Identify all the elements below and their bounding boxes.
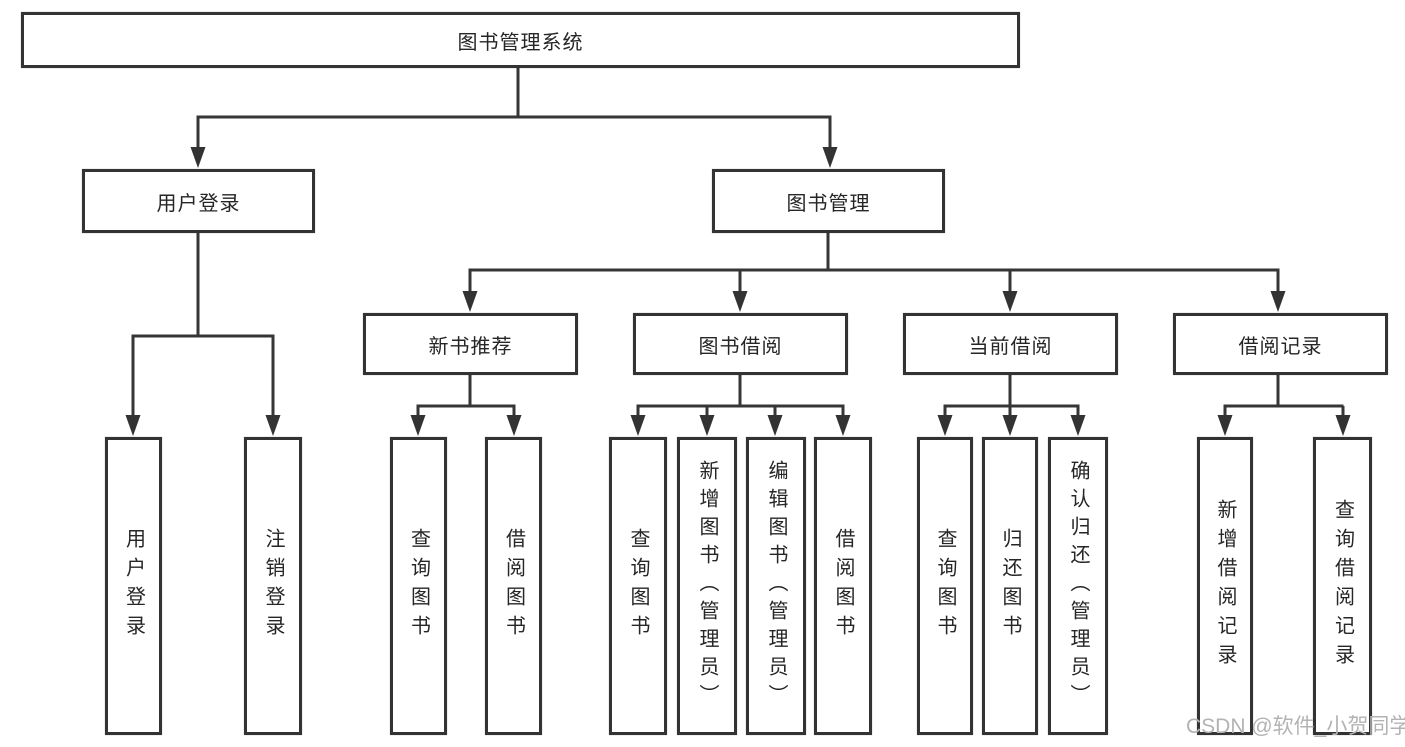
node-book-borrow: 图书借阅	[633, 313, 848, 375]
leaf-return-books: 归还图书	[982, 437, 1038, 735]
leaf-confirm-return-admin: 确认归还（管理员）	[1048, 437, 1108, 735]
arrowheads	[125, 147, 1351, 436]
leaf-query-borrow-record: 查询借阅记录	[1313, 437, 1372, 735]
leaf-user-login-label: 用户登录	[122, 528, 145, 644]
node-new-book-recommend-label: 新书推荐	[428, 335, 513, 358]
node-new-book-recommend: 新书推荐	[363, 313, 578, 375]
leaf-query-books-3-label: 查询图书	[934, 528, 956, 644]
csdn-watermark: CSDN @软件_小贺同学	[1186, 715, 1405, 738]
leaf-confirm-return-admin-label: 确认归还（管理员）	[1067, 460, 1089, 712]
leaf-add-books-admin-label: 新增图书（管理员）	[696, 460, 718, 712]
leaf-query-books-2: 查询图书	[609, 437, 667, 735]
node-borrow-records-label: 借阅记录	[1238, 335, 1323, 358]
node-book-borrow-label: 图书借阅	[698, 335, 783, 358]
leaf-add-borrow-record-label: 新增借阅记录	[1214, 499, 1236, 673]
node-current-borrow: 当前借阅	[903, 313, 1118, 375]
leaf-edit-books-admin: 编辑图书（管理员）	[746, 437, 806, 735]
node-library-system-label: 图书管理系统	[457, 31, 584, 54]
leaf-borrow-books-2-label: 借阅图书	[832, 528, 854, 644]
leaf-add-borrow-record: 新增借阅记录	[1197, 437, 1253, 735]
leaf-query-books-1: 查询图书	[390, 437, 447, 735]
node-book-management-label: 图书管理	[786, 192, 871, 215]
node-book-management: 图书管理	[712, 169, 945, 233]
leaf-borrow-books-1-label: 借阅图书	[502, 528, 525, 644]
leaf-user-login: 用户登录	[105, 437, 162, 735]
leaf-query-books-2-label: 查询图书	[627, 528, 649, 644]
leaf-edit-books-admin-label: 编辑图书（管理员）	[765, 460, 787, 712]
leaf-query-books-1-label: 查询图书	[407, 528, 430, 644]
leaf-query-borrow-record-label: 查询借阅记录	[1331, 499, 1354, 673]
node-library-system: 图书管理系统	[21, 12, 1020, 68]
node-current-borrow-label: 当前借阅	[968, 335, 1053, 358]
node-user-login: 用户登录	[82, 169, 315, 233]
leaf-return-books-label: 归还图书	[999, 528, 1021, 644]
node-user-login-label: 用户登录	[156, 192, 241, 215]
node-borrow-records: 借阅记录	[1173, 313, 1388, 375]
leaf-borrow-books-2: 借阅图书	[814, 437, 872, 735]
leaf-query-books-3: 查询图书	[917, 437, 973, 735]
leaf-logout-label: 注销登录	[262, 528, 284, 644]
leaf-add-books-admin: 新增图书（管理员）	[677, 437, 737, 735]
leaf-logout: 注销登录	[244, 437, 302, 735]
leaf-borrow-books-1: 借阅图书	[485, 437, 542, 735]
